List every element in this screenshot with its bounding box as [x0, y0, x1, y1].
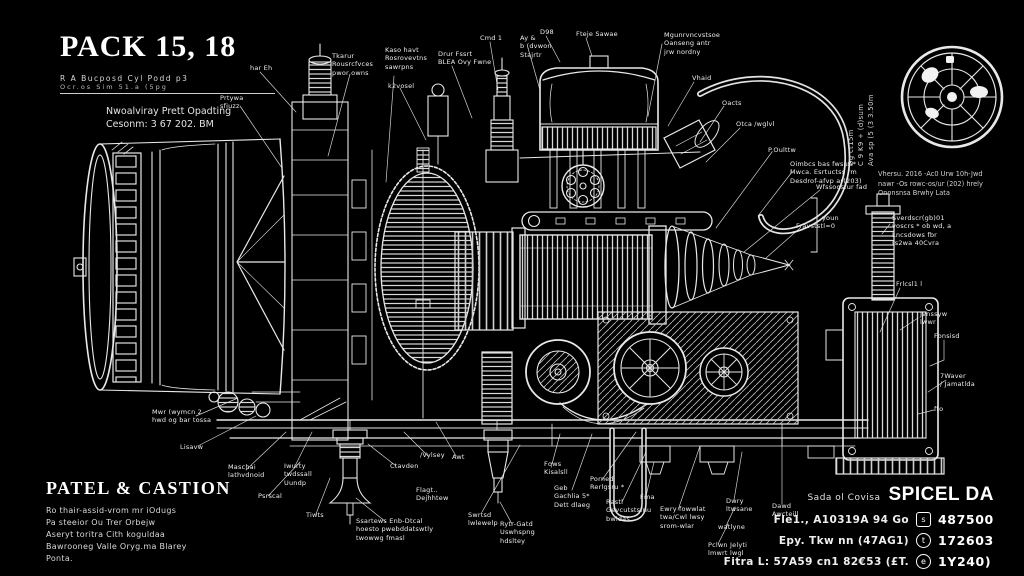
callout-label: Porned Rerlgsru * [590, 475, 624, 492]
callout-label: P.Oulttw [768, 146, 796, 154]
callout-label: watlyne [718, 523, 745, 531]
callout-label: Mgunrvncvstsoe Oanseng antr jrw nordny [664, 31, 720, 56]
callout-label: Ctavden [390, 462, 419, 470]
callout-label: Rastl Gevcutstsfnu bwldas [606, 498, 651, 523]
callout-label: Dawd Awcteill [772, 502, 799, 519]
callout-label: Rytr-Gatd Uswhspng hdsltey [500, 520, 535, 545]
callout-label: Frlcsl1 l [896, 280, 922, 288]
callout-label: Fonsisd [934, 332, 960, 340]
callout-label: Iwurty twdssall Uundp [284, 462, 312, 487]
callout-label: Pclwn Jelyti lmwrt lwgl [708, 541, 747, 558]
callout-label: Geb Gachlia 5* Dett dlaeg [554, 484, 590, 509]
callout-label: Prtywa sfiuzz [220, 94, 243, 111]
callout-label: Psrscal [258, 492, 282, 500]
callout-label: Lisavw [180, 443, 203, 451]
callout-label: Jvnssyw lwwr [920, 310, 947, 327]
callout-label: Oacts [722, 99, 742, 107]
callout-label: D98 [540, 28, 554, 36]
callout-label: Kaso havt Rosrovevtns sawrpns [385, 46, 427, 71]
callout-label: Swrtsd lwlewelp [468, 511, 498, 528]
callout-label: Fravststl=0 [796, 222, 835, 230]
callout-label: Ay & b (dvwon Stajrtr [520, 34, 552, 59]
callout-label: Wfssoosfur fad [816, 183, 867, 191]
callout-label: fto [934, 405, 943, 413]
callout-label: Cmd 1 [480, 34, 502, 42]
callout-label: Mwr (wymcn 2 hwd og bar tossa [152, 408, 211, 425]
callout-label: k2vosel [388, 82, 414, 90]
callout-label: Ewry fowwlat twa/Cwl lwsy srom-wlar [660, 505, 706, 530]
callout-label: Tiwts [306, 511, 324, 519]
callout-label: har Eh [250, 64, 272, 72]
callout-label: Dwry ltwsane [726, 497, 753, 514]
callout-label: Flagt.. Dejhhtew [416, 486, 449, 503]
callout-label: Fqws Kisalsll [544, 460, 568, 477]
callout-label: Drur Fssrt BLEA Ovy Fwne [438, 50, 491, 67]
callout-label: Tkarur Rousrcfvces pwor owns [332, 52, 373, 77]
callout-label: 7Waver / Jamatlda [940, 372, 975, 389]
callout-label: Maschai lathvdnoid [228, 463, 264, 480]
callout-label: Ssartews Enb-Dtcal hoesto pwebddatswtly … [356, 517, 433, 542]
callout-label: /Vylsey [420, 451, 445, 459]
callout-label: Oimbcs bas fwsuA* Mwca. Esrtuctss rm Des… [790, 160, 862, 185]
callout-label: Fteje Sawae [576, 30, 618, 38]
callout-label: Fma [640, 493, 655, 501]
callout-label: Otca /wglvl [736, 120, 775, 128]
callout-label: Awt [452, 453, 465, 461]
callout-label: Vhaid [692, 74, 711, 82]
callout-label: Sverdscr(gb)01 voscrs * ob wd, a Lncsdow… [892, 214, 951, 248]
